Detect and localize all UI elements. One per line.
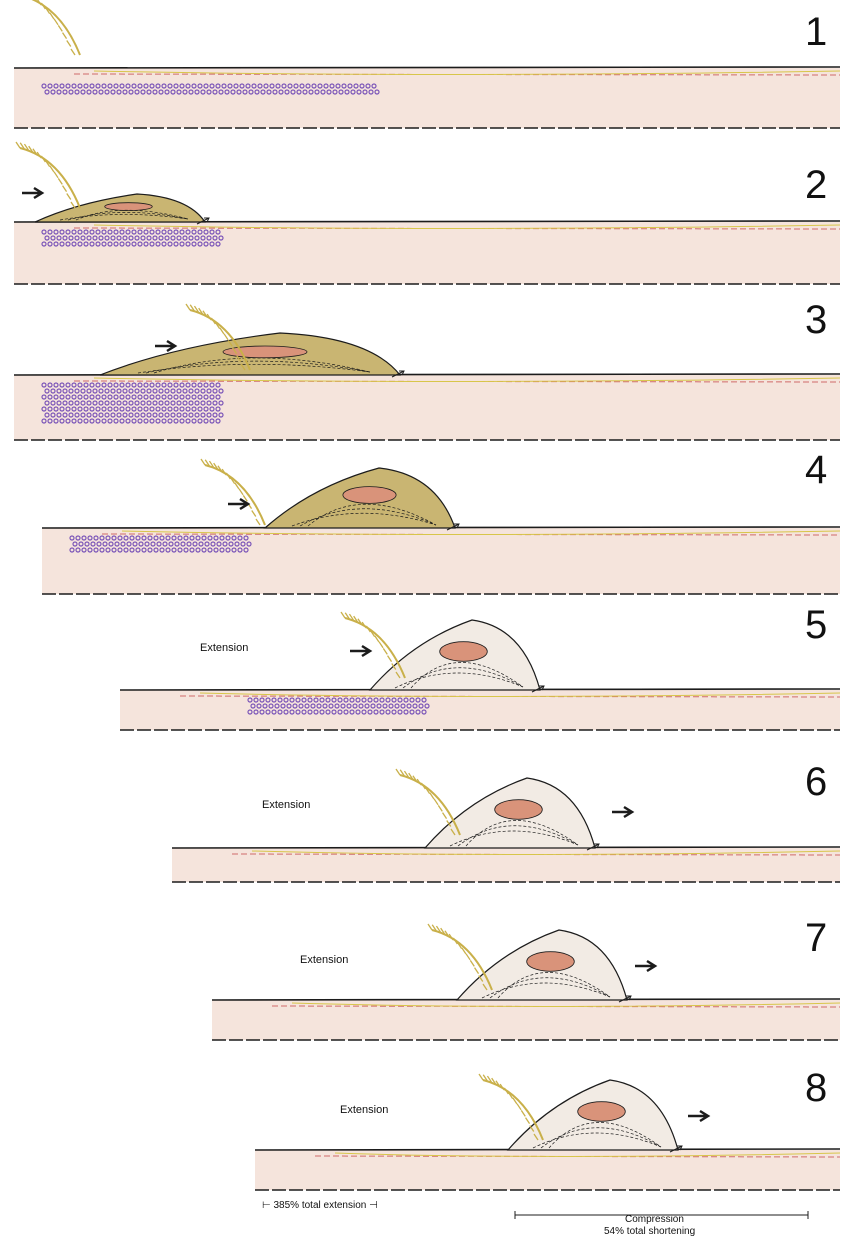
stage-number: 2 <box>805 165 827 205</box>
total-shortening-label: 54% total shortening <box>604 1226 695 1237</box>
stage-panel-3 <box>14 304 840 440</box>
extension-label: Extension <box>340 1104 388 1116</box>
extension-label: Extension <box>300 954 348 966</box>
extension-label: Extension <box>262 799 310 811</box>
nappe-core <box>105 203 153 211</box>
stage-panel-2 <box>14 142 840 284</box>
stage-number: 5 <box>805 605 827 645</box>
stage-panel-5: Extension <box>120 612 840 730</box>
shortening-scale: ⊢ 385% total extension ⊣ Compression 54%… <box>262 1200 808 1237</box>
movement-arrow-icon <box>635 961 655 971</box>
stage-number: 4 <box>805 450 827 490</box>
nappe-core <box>495 800 543 820</box>
sun-arc-icon <box>428 924 492 990</box>
nappe-core <box>343 487 396 504</box>
stage-number: 8 <box>805 1068 827 1108</box>
stage-panel-6: Extension <box>172 769 840 882</box>
sun-arc-icon <box>201 459 265 525</box>
stage-panel-1 <box>14 0 840 128</box>
nappe-core <box>527 952 575 972</box>
crust-layer <box>14 68 840 128</box>
stage-number: 3 <box>805 300 827 340</box>
stage-number: 1 <box>805 12 827 52</box>
sun-arc-icon <box>396 769 460 835</box>
sun-arc-icon <box>16 0 80 55</box>
movement-arrow-icon <box>228 499 248 509</box>
compression-label: Compression <box>625 1214 684 1225</box>
total-extension-label: ⊢ 385% total extension ⊣ <box>262 1200 378 1211</box>
sun-arc-icon <box>16 142 80 208</box>
sun-arc-icon <box>341 612 405 678</box>
stage-panel-4 <box>42 459 840 594</box>
stage-number: 6 <box>805 762 827 802</box>
stage-number: 7 <box>805 918 827 958</box>
movement-arrow-icon <box>155 341 175 351</box>
stage-panel-7: Extension <box>212 924 840 1040</box>
movement-arrow-icon <box>350 646 370 656</box>
crust-layer <box>42 528 840 594</box>
stage-panel-8: Extension <box>255 1074 840 1190</box>
movement-arrow-icon <box>22 188 42 198</box>
movement-arrow-icon <box>612 807 632 817</box>
sun-arc-icon <box>479 1074 543 1140</box>
nappe-core <box>440 642 488 662</box>
extension-label: Extension <box>200 642 248 654</box>
surface-line <box>14 67 840 68</box>
movement-arrow-icon <box>688 1111 708 1121</box>
nappe-core <box>578 1102 626 1122</box>
